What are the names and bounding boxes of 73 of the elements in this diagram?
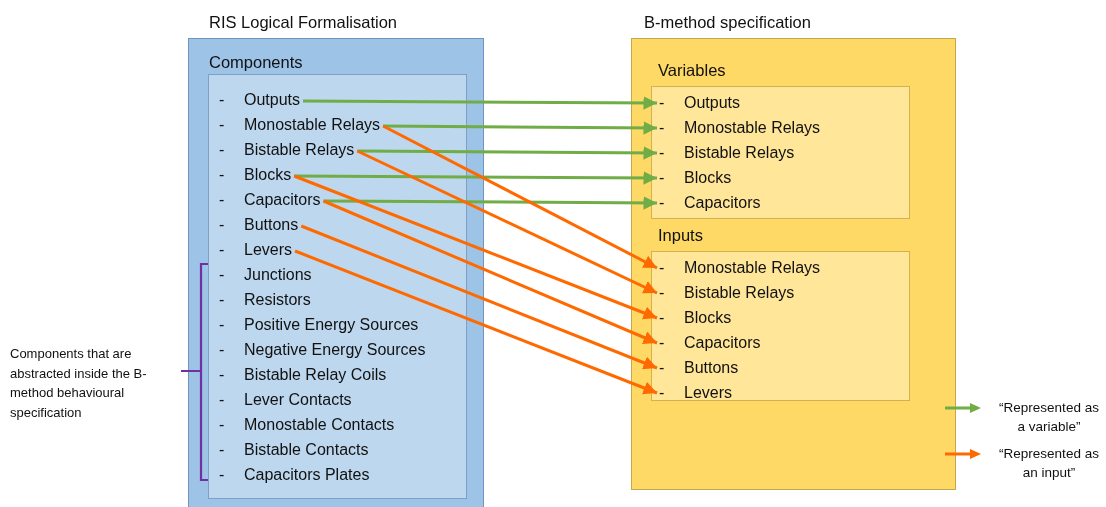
arrow <box>322 199 658 345</box>
list-item-text: Outputs <box>244 90 301 110</box>
list-item-text: Lever Contacts <box>244 390 352 410</box>
bullet-dash: - <box>219 165 225 185</box>
bullet-dash: - <box>659 358 665 378</box>
list-item-text: Monostable Contacts <box>244 415 395 435</box>
bullet-dash: - <box>659 168 665 188</box>
list-item-text: Blocks <box>684 308 732 328</box>
bullet-dash: - <box>219 240 225 260</box>
panel-heading: Components <box>209 53 303 72</box>
arrow <box>382 124 658 270</box>
bullet-dash: - <box>219 190 225 210</box>
list-item-text: Resistors <box>244 290 311 310</box>
list-item-text: Positive Energy Sources <box>244 315 419 335</box>
arrow <box>303 96 657 110</box>
list-item-text: Blocks <box>244 165 292 185</box>
list-item-text: Monostable Relays <box>244 115 381 135</box>
list-item-text: Capacitors <box>244 190 321 210</box>
bullet-dash: - <box>219 290 225 310</box>
list-item-text: Monostable Relays <box>684 118 821 138</box>
list-item-text: Capacitors Plates <box>244 465 370 485</box>
panel-heading: RIS Logical Formalisation <box>209 13 397 32</box>
bullet-dash: - <box>659 143 665 163</box>
bullet-dash: - <box>219 115 225 135</box>
bullet-dash: - <box>659 258 665 278</box>
list-item-text: Bistable Relays <box>684 283 795 303</box>
bullet-dash: - <box>219 465 225 485</box>
bullet-dash: - <box>219 215 225 235</box>
list-item-text: Levers <box>244 240 293 260</box>
list-item-text: Outputs <box>684 93 741 113</box>
list-item-text: Bistable Relay Coils <box>244 365 387 385</box>
panel-heading: Variables <box>658 61 726 80</box>
bullet-dash: - <box>219 440 225 460</box>
bullet-dash: - <box>659 193 665 213</box>
bullet-dash: - <box>659 118 665 138</box>
arrow <box>294 249 658 395</box>
bullet-dash: - <box>219 390 225 410</box>
list-item-text: Capacitors <box>684 193 761 213</box>
arrow <box>383 121 657 135</box>
panel-heading: B-method specification <box>644 13 811 32</box>
arrow <box>293 174 658 320</box>
legend-text: “Represented as an input” <box>998 445 1100 482</box>
annotation-text: Components that are abstracted inside the B-method behavioural specification <box>10 345 148 422</box>
list-item-text: Buttons <box>684 358 739 378</box>
list-item-text: Blocks <box>684 168 732 188</box>
list-item-text: Monostable Relays <box>684 258 821 278</box>
arrow <box>300 224 658 370</box>
list-item-text: Buttons <box>244 215 299 235</box>
bullet-dash: - <box>659 308 665 328</box>
bullet-dash: - <box>659 333 665 353</box>
bullet-dash: - <box>219 90 225 110</box>
arrow <box>357 146 657 160</box>
bullet-dash: - <box>219 140 225 160</box>
bullet-dash: - <box>659 283 665 303</box>
arrow <box>356 149 658 295</box>
bullet-dash: - <box>219 415 225 435</box>
bullet-dash: - <box>659 383 665 403</box>
bullet-dash: - <box>219 340 225 360</box>
arrow <box>294 171 657 185</box>
list-item-text: Negative Energy Sources <box>244 340 426 360</box>
list-item-text: Bistable Contacts <box>244 440 369 460</box>
legend-text: “Represented as a variable” <box>998 399 1100 436</box>
bullet-dash: - <box>659 93 665 113</box>
arrow <box>323 196 657 210</box>
bullet-dash: - <box>219 315 225 335</box>
list-item-text: Bistable Relays <box>244 140 355 160</box>
bullet-dash: - <box>219 265 225 285</box>
panel-heading: Inputs <box>658 226 703 245</box>
list-item-text: Levers <box>684 383 733 403</box>
list-item-text: Junctions <box>244 265 312 285</box>
list-item-text: Capacitors <box>684 333 761 353</box>
list-item-text: Bistable Relays <box>684 143 795 163</box>
bullet-dash: - <box>219 365 225 385</box>
